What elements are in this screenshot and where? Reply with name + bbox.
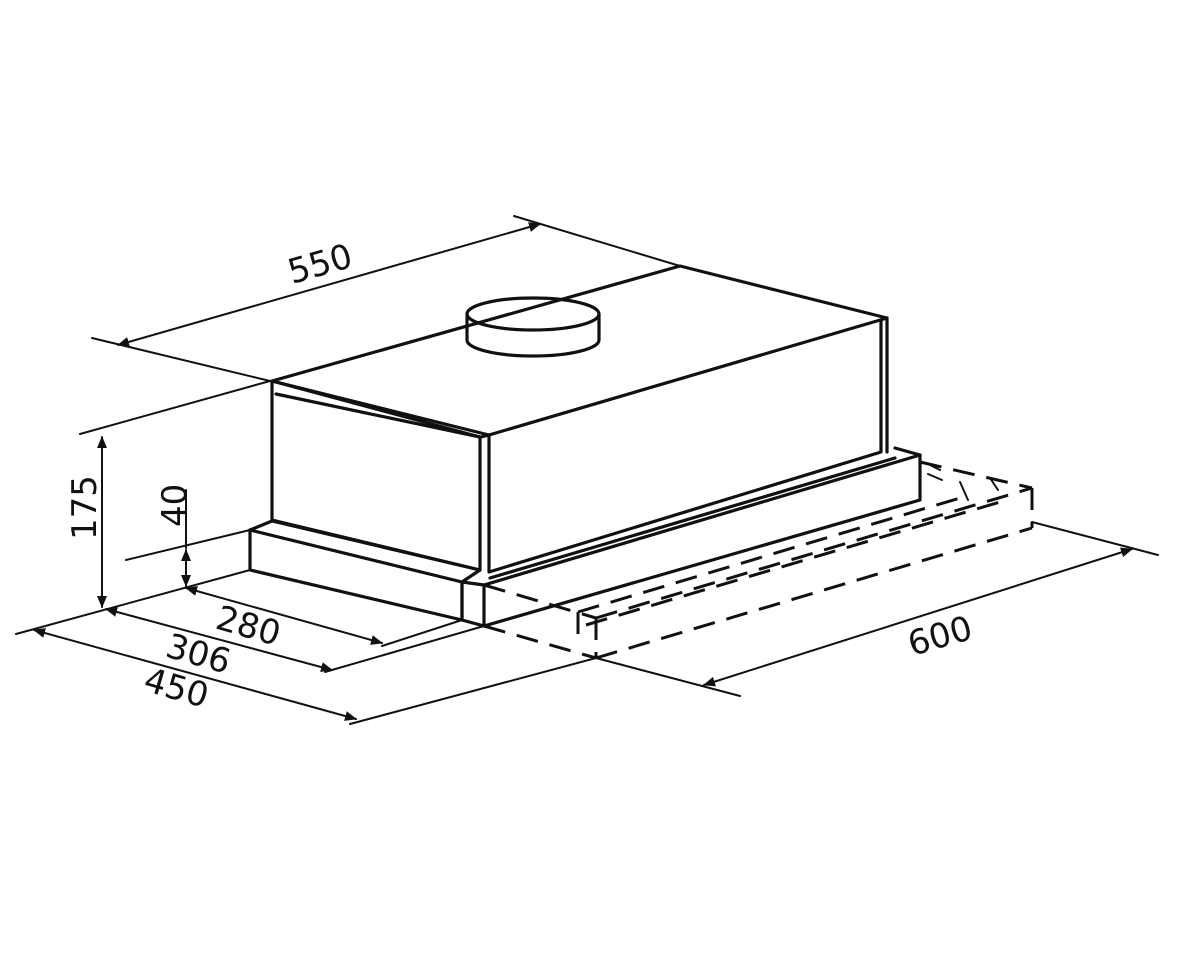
dim-line-450 [33,628,357,721]
dim-line-600 [703,547,1133,687]
ext-600-left [595,657,741,697]
dimension-lines [33,222,1133,721]
hood-body [270,264,889,574]
extended-back-edge [919,460,1033,490]
rail-inner [488,456,897,580]
extended-bottom-front [483,624,597,660]
hood-corner-edge [479,433,491,439]
visor-strip [460,580,486,628]
rail-back [893,446,922,457]
rail-top [482,453,922,628]
extended-top-side [595,486,1033,620]
extended-inner-line-2 [585,500,1001,627]
label-175: 175 [65,475,105,540]
label-40: 40 [155,484,195,527]
extended-inner-line [577,496,961,614]
extended-top-front [483,583,597,620]
dimension-labels: 550 175 40 280 306 450 600 [65,236,977,716]
ext-450-right [349,657,597,725]
extended-tick-4 [989,477,999,491]
ext-280-right [381,619,463,647]
extended-tick-2 [927,473,943,481]
ext-40-top [125,529,251,561]
ext-550-right [513,215,681,267]
ext-175-top [79,380,271,435]
hood-front-edge [274,392,482,439]
visor-top [248,519,482,584]
hood-side-face [487,318,883,574]
label-600: 600 [903,608,976,664]
dim-line-550 [117,222,541,347]
ext-base-left [15,569,251,635]
visor-retracted [248,446,922,628]
extended-tick-1 [927,463,941,471]
extended-tick-3 [959,481,969,501]
label-550: 550 [283,236,356,292]
ext-600-right [1031,521,1159,556]
collar-top-ellipse [465,296,601,332]
